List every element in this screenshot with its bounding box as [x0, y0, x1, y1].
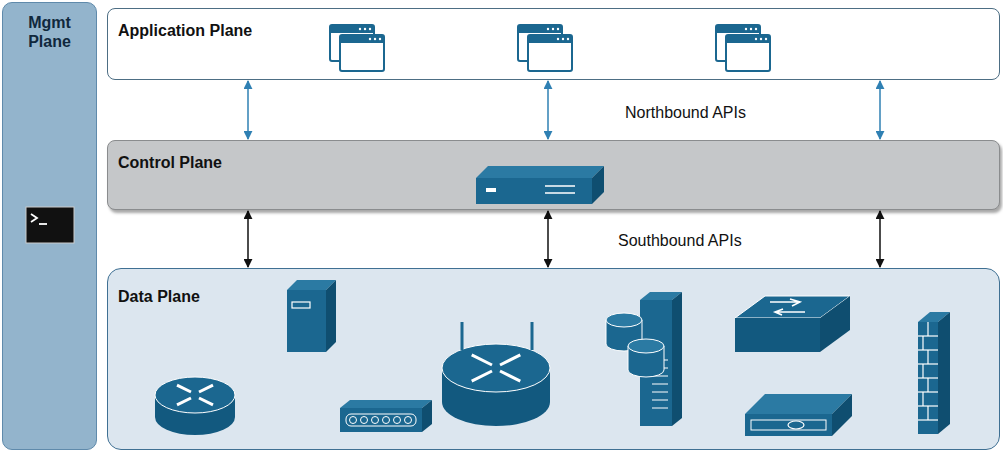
router-icon: [155, 377, 235, 435]
plane-title: Data Plane: [118, 287, 989, 306]
controller-device: [476, 166, 604, 204]
api-connector: [247, 81, 249, 139]
api-connector: [547, 211, 549, 267]
api-label: Northbound APIs: [625, 104, 746, 122]
plane-title: Control Plane: [118, 153, 989, 172]
storage-server-icon: [606, 292, 682, 426]
application-window-icon: [330, 25, 384, 71]
api-label: Southbound APIs: [618, 232, 742, 250]
server-tower-icon: [287, 280, 336, 352]
api-connector: [547, 81, 549, 139]
api-connector: [879, 211, 881, 267]
plane-title: Mgmt Plane: [9, 13, 90, 51]
wireless-router-icon: [442, 322, 550, 426]
application-window-icon: [518, 25, 572, 71]
api-connector: [879, 81, 881, 139]
firewall-icon: [918, 312, 950, 434]
switch-icon: [735, 296, 850, 352]
terminal-icon: [26, 207, 74, 243]
modem-icon: [340, 400, 432, 432]
data-plane-band: Data Plane: [107, 268, 1000, 450]
plane-title: Application Plane: [118, 21, 989, 40]
application-window-icon: [716, 25, 770, 71]
api-connector: [247, 211, 249, 267]
appliance-icon: [745, 394, 852, 436]
